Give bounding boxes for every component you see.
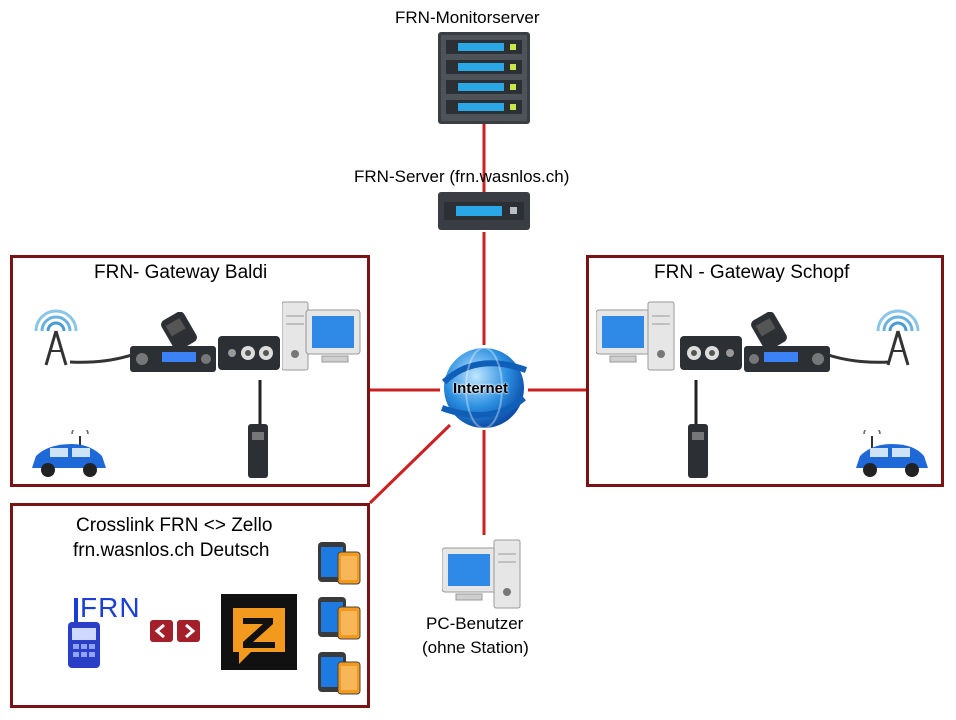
frn-server-icon: [438, 192, 530, 230]
mobile-radio-icon: [70, 312, 216, 372]
frn-server-label: FRN-Server (frn.wasnlos.ch): [354, 167, 570, 186]
pc-user-label-line2: (ohne Station): [422, 638, 529, 657]
smartphone-icon: [318, 542, 361, 585]
gateway-schopf-label: FRN - Gateway Schopf: [654, 262, 850, 283]
crosslink-label-line2: frn.wasnlos.ch Deutsch: [73, 540, 270, 561]
pc-user-icon: [442, 539, 521, 609]
monitor-server-icon: [438, 32, 530, 124]
smartphone-icon: [318, 652, 361, 695]
crosslink-box: [10, 503, 370, 708]
handheld-radio-icon: [248, 380, 268, 478]
link-internet-crosslink: [368, 423, 452, 505]
frn-logo-text: FRN: [80, 592, 141, 623]
pc-icon: [596, 301, 675, 371]
pc-user-label-line1: PC-Benutzer: [426, 614, 524, 633]
smartphone-icon: [318, 597, 361, 640]
antenna-tower-icon: [34, 309, 78, 366]
bidirectional-arrows-icon: [150, 620, 200, 642]
frn-handheld-icon: [68, 598, 100, 668]
internet-label: Internet: [453, 380, 509, 397]
antenna-tower-icon: [876, 309, 920, 366]
mobile-radio-icon: [744, 312, 890, 372]
zello-logo-icon: [221, 594, 297, 670]
interface-box-icon: [218, 336, 280, 370]
handheld-radio-icon: [688, 380, 708, 478]
internet-globe-icon: [440, 347, 528, 429]
pc-icon: [282, 301, 361, 371]
interface-box-icon: [680, 336, 742, 370]
monitor-server-label: FRN-Monitorserver: [395, 8, 540, 27]
car-icon: [856, 430, 928, 477]
crosslink-label-line1: Crosslink FRN <> Zello: [76, 515, 273, 536]
gateway-baldi-label: FRN- Gateway Baldi: [94, 262, 268, 283]
car-icon: [32, 430, 106, 477]
